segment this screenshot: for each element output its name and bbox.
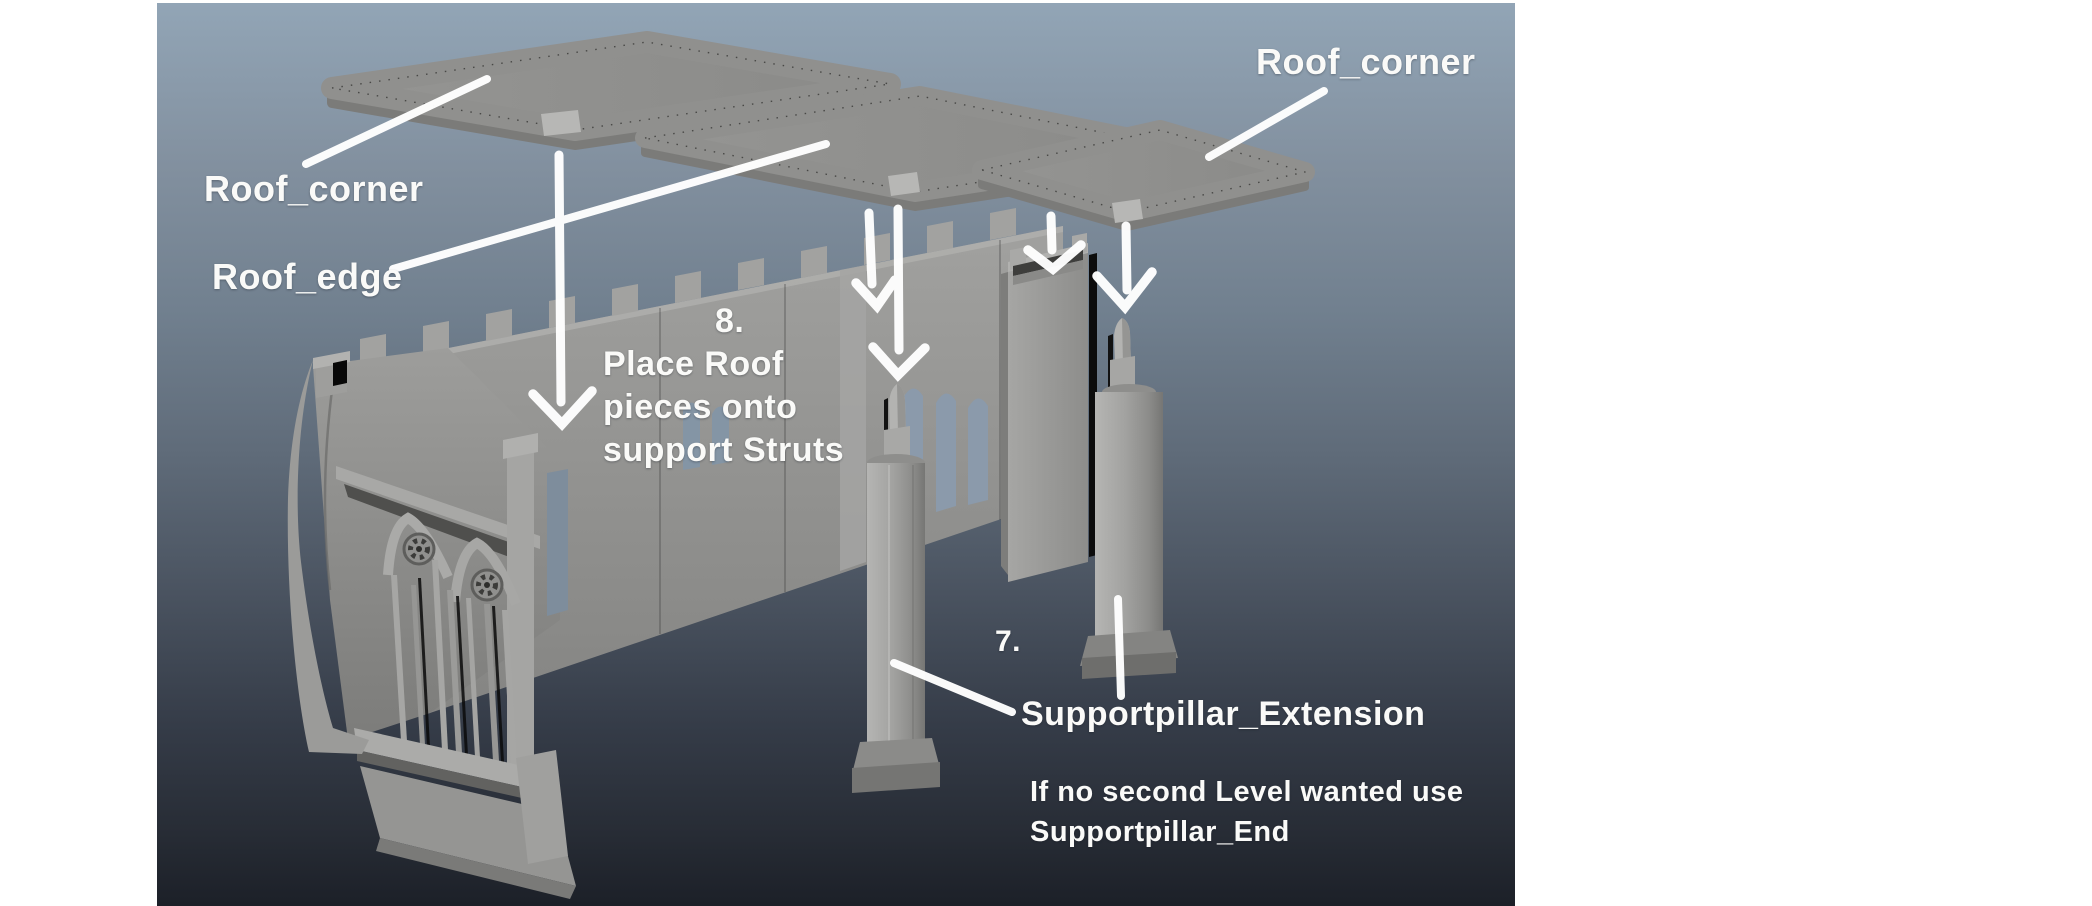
step8-line2: pieces onto xyxy=(603,388,798,426)
gothic-arch-1 xyxy=(383,512,453,580)
arrow-down-tower xyxy=(1023,211,1086,276)
label-roof-corner-left: Roof_corner xyxy=(204,168,424,209)
arrow-down-wall xyxy=(851,208,900,314)
wall-lancet-windows xyxy=(683,388,988,520)
label-roof-corner-right: Roof_corner xyxy=(1256,41,1476,82)
step8-line1: Place Roof xyxy=(603,345,784,383)
label-note: If no second Level wanted use Supportpil… xyxy=(1030,772,1464,852)
note-line1: If no second Level wanted use xyxy=(1030,776,1464,808)
gate-frame xyxy=(354,728,576,899)
roof-tab xyxy=(541,110,581,136)
rose-window-1 xyxy=(402,532,436,566)
label-supportpillar-extension: Supportpillar_Extension xyxy=(1021,695,1426,733)
leader-roof-edge xyxy=(389,140,830,273)
leader-roof-corner-left xyxy=(302,75,491,168)
roof-tab xyxy=(1112,199,1143,223)
battlement-merlons xyxy=(360,208,1016,366)
facade-sky-slot xyxy=(547,469,568,616)
support-pillar-front xyxy=(852,384,940,793)
gothic-arch-2 xyxy=(450,537,521,606)
arrow-down-pillar-front xyxy=(868,204,930,382)
arrow-down-long xyxy=(528,150,597,431)
buttress xyxy=(287,360,369,754)
leader-supportpillar-right xyxy=(1114,595,1125,700)
note-line2: Supportpillar_End xyxy=(1030,816,1290,848)
label-roof-edge: Roof_edge xyxy=(212,256,403,297)
corner-tower xyxy=(1001,233,1088,582)
castle-scene xyxy=(157,3,1515,906)
roof-piece-corner-left xyxy=(321,31,901,150)
wireframe-lines xyxy=(659,240,1001,634)
corner-pinnacle xyxy=(313,351,350,398)
step8-line3: support Struts xyxy=(603,431,845,469)
step8-number: 8. xyxy=(715,302,745,340)
label-step7-number: 7. xyxy=(995,625,1022,658)
facade xyxy=(287,348,576,899)
3d-viewport: Roof_corner Roof_edge Roof_corner 8. Pla… xyxy=(157,3,1515,906)
annotations xyxy=(302,75,1328,716)
window-mullions xyxy=(391,560,517,765)
roof-tab xyxy=(888,172,920,196)
leader-supportpillar-front xyxy=(890,659,1016,716)
support-pillar-right xyxy=(1080,318,1178,679)
rose-window-2 xyxy=(470,568,504,602)
wall-pilaster xyxy=(840,265,866,571)
label-step8: 8. Place Roof pieces onto support Struts xyxy=(603,300,844,472)
arrow-down-pillar-right xyxy=(1092,221,1157,315)
leader-roof-corner-right xyxy=(1205,87,1328,161)
